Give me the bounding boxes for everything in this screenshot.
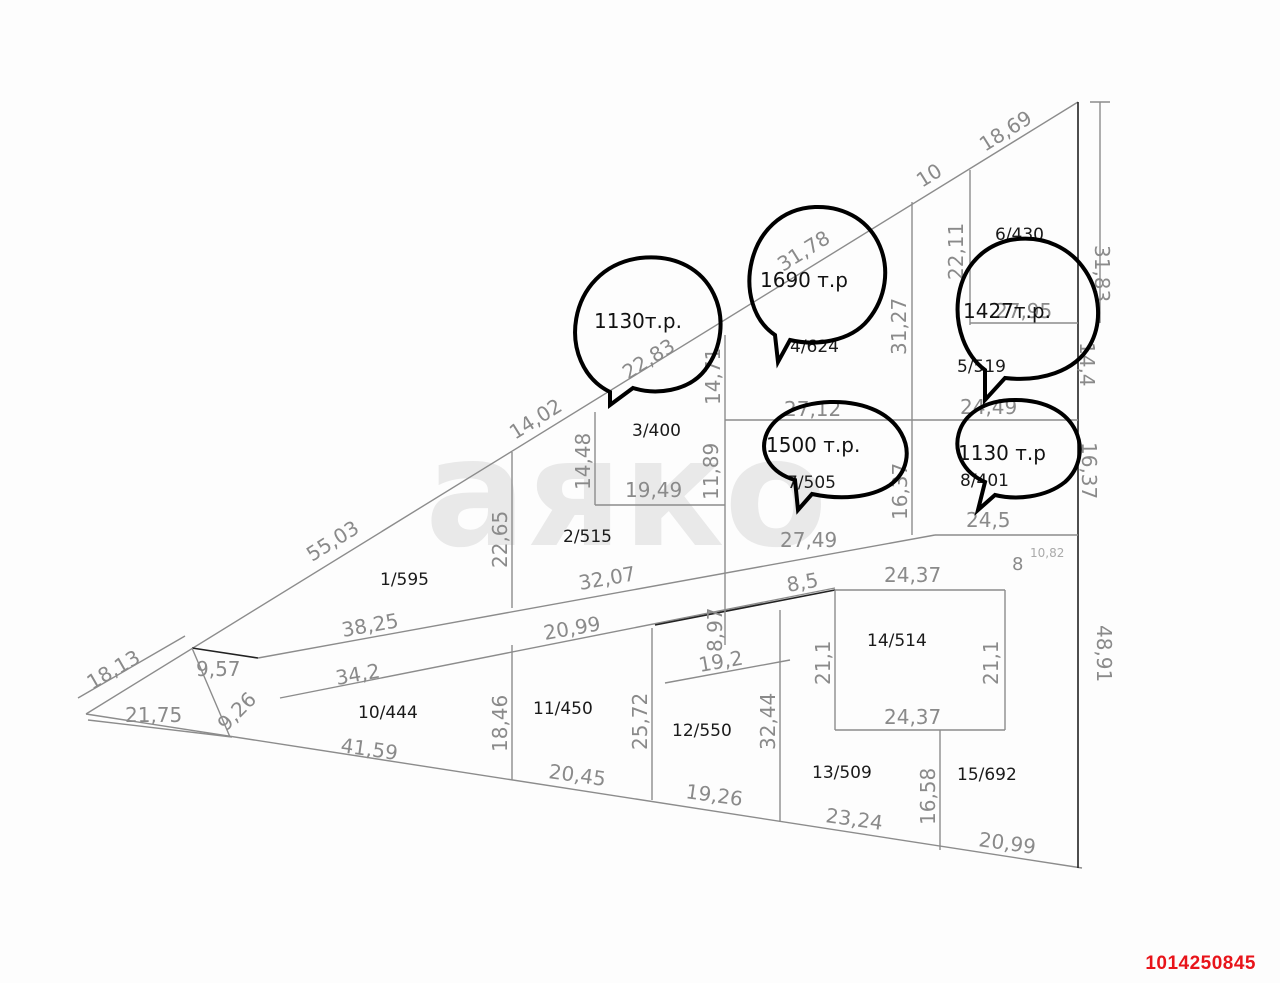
dimension-label: 21,1 [811, 640, 835, 685]
dimension-label: 32,44 [756, 693, 780, 750]
dimension-label: 22,65 [488, 511, 512, 568]
dimension-label: 18,69 [975, 106, 1036, 157]
dimension-label: 21,75 [125, 703, 182, 727]
dimension-label: 34,2 [334, 659, 382, 690]
price-label: 1427т.р. [963, 299, 1051, 323]
plot-label: 11/450 [533, 699, 593, 719]
dimension-label: 24,37 [884, 563, 941, 587]
plot-lines [77, 101, 1110, 869]
dimension-label: 19,26 [684, 779, 744, 811]
dimension-label: 55,03 [302, 516, 363, 567]
watermark-text: аяко [425, 407, 827, 581]
plot-label: 13/509 [812, 763, 872, 783]
dimension-label: 8,5 [785, 568, 820, 597]
dimension-label: 24,37 [884, 705, 941, 729]
dimension-label: 14,48 [571, 433, 595, 490]
plot-label: 1/595 [380, 570, 429, 590]
plot-label: 14/514 [867, 631, 927, 651]
price-bubble: 1130 т.р [955, 397, 1082, 516]
price-label: 1690 т.р [760, 268, 848, 292]
dimension-label: 22,83 [618, 334, 679, 385]
dimension-label: 20,99 [542, 611, 603, 645]
dimension-label: 18,46 [488, 695, 512, 752]
dimension-label: 38,25 [340, 608, 401, 642]
plot-label: 7/505 [787, 473, 836, 493]
plot-label: 3/400 [632, 421, 681, 441]
dimension-label: 31,27 [887, 298, 911, 355]
dimension-label: 27,49 [780, 528, 837, 552]
dimension-label: 27,95 [995, 299, 1052, 323]
dimension-label: 20,99 [977, 827, 1037, 859]
dimension-label: 24,5 [966, 508, 1011, 532]
listing-id: 1014250845 [1145, 953, 1256, 974]
dimension-label: 48,91 [1092, 625, 1116, 682]
price-bubble: 1130т.р. [573, 255, 723, 409]
price-label: 1500 т.р. [766, 433, 860, 457]
dimension-label: 25,72 [628, 693, 652, 750]
dimension-label: 8,97 [703, 607, 727, 652]
dimension-label: 9,57 [196, 657, 241, 681]
dimension-label: 22,11 [944, 223, 968, 280]
price-bubble: 1690 т.р [747, 204, 888, 369]
plot-label: 15/692 [957, 765, 1017, 785]
price-label: 1130 т.р [958, 441, 1046, 465]
price-bubble: 1500 т.р. [762, 399, 909, 515]
dimension-label: 41,59 [339, 733, 399, 765]
plot-label: 2/515 [563, 527, 612, 547]
price-bubble: 1427т.р. [955, 236, 1100, 406]
dimension-label-8: 8 [1012, 554, 1023, 575]
dimension-label: 21,1 [979, 640, 1003, 685]
dimension-label: 10,82 [1030, 546, 1064, 560]
dimension-label: 16,58 [916, 768, 940, 825]
plot-label: 10/444 [358, 703, 418, 723]
dimension-label: 16,37 [888, 463, 912, 520]
dimension-label: 18,13 [83, 645, 145, 694]
dimension-label: 19,49 [625, 478, 682, 502]
plot-label: 12/550 [672, 721, 732, 741]
dimension-label: 11,89 [699, 443, 723, 500]
dimension-label: 9,26 [213, 687, 261, 735]
price-label: 1130т.р. [594, 309, 682, 333]
